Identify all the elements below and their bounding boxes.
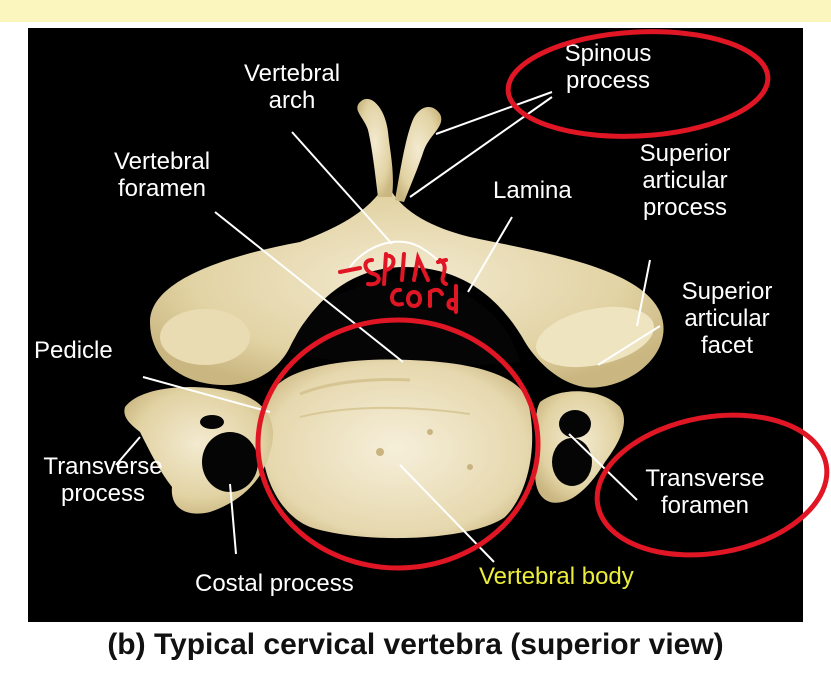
top-highlight-strip — [0, 0, 831, 22]
annotation-circle-body — [255, 317, 541, 571]
label-vertebral-arch-line2: arch — [268, 87, 316, 114]
figure-panel: Spinous process Vertebral arch Vertebral… — [0, 22, 831, 624]
label-spinous-process: Spinous process — [548, 40, 668, 94]
label-vertebral-body: Vertebral body — [479, 563, 634, 590]
annotation-circle-transverse-foramen — [594, 412, 830, 558]
spinous-process-bone — [357, 98, 393, 197]
label-saf-line3: facet — [700, 332, 754, 359]
label-spinous-process-line2: process — [565, 67, 651, 94]
annotation-circle-spinous — [505, 29, 771, 139]
label-sap-line3: process — [642, 194, 728, 221]
label-vertebral-arch: Vertebral arch — [222, 60, 362, 114]
label-vertebral-foramen-line2: foramen — [117, 175, 207, 202]
label-superior-articular-process: Superior articular process — [620, 140, 750, 221]
vertebral-arch-bone — [150, 192, 664, 388]
red-annotations — [255, 29, 830, 571]
label-costal-process: Costal process — [195, 570, 354, 597]
label-transverse-process-line2: process — [60, 480, 146, 507]
label-vertebral-foramen-line1: Vertebral — [113, 148, 211, 175]
label-transverse-foramen-line1: Transverse — [645, 465, 765, 492]
label-vertebral-arch-line1: Vertebral — [243, 60, 341, 87]
label-saf-line1: Superior — [681, 278, 773, 305]
label-sap-line2: articular — [642, 167, 728, 194]
figure-caption: (b) Typical cervical vertebra (superior … — [107, 628, 724, 661]
label-spinous-process-line1: Spinous — [564, 40, 652, 67]
label-sap-line1: Superior — [639, 140, 731, 167]
label-pedicle: Pedicle — [34, 337, 113, 364]
label-saf-line2: articular — [684, 305, 770, 332]
vertebral-body-bone — [262, 359, 533, 539]
label-transverse-process-line1: Transverse — [43, 453, 163, 480]
handwritten-spinal-cord-note — [338, 251, 458, 314]
label-lamina: Lamina — [493, 177, 572, 204]
label-superior-articular-facet: Superior articular facet — [662, 278, 792, 359]
label-transverse-foramen-line2: foramen — [660, 492, 750, 519]
label-transverse-process: Transverse process — [28, 453, 178, 507]
label-transverse-foramen: Transverse foramen — [630, 465, 780, 519]
vertebra-illustration — [115, 91, 664, 563]
label-vertebral-foramen: Vertebral foramen — [97, 148, 227, 202]
